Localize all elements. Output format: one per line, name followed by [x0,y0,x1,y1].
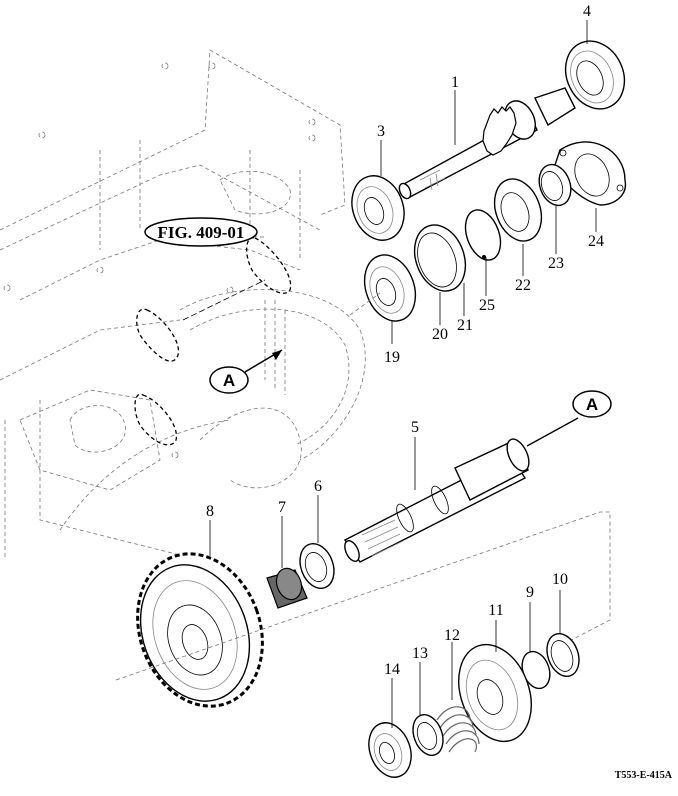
label-part-25: 25 [479,297,495,314]
label-part-20: 20 [432,326,448,343]
part-11-hub[interactable] [446,634,544,751]
label-part-4: 4 [583,3,591,20]
label-part-14: 14 [384,661,400,678]
label-part-8: 8 [206,503,214,520]
transmission-housing [0,49,366,561]
part-12-spring[interactable] [436,706,480,753]
part-3-bearing[interactable] [343,168,413,247]
part-13-washer[interactable] [408,710,449,759]
part-5-pto-shaft[interactable] [342,436,533,564]
part-22-oil-seal[interactable] [486,172,549,247]
part-1-shaft-gear[interactable] [397,87,576,200]
label-part-9: 9 [526,584,534,601]
label-part-22: 22 [515,277,531,294]
drawing-code: T553-E-415A [615,770,673,781]
callout-a-housing: A [209,349,283,394]
label-part-19: 19 [384,349,400,366]
label-part-23: 23 [548,255,564,272]
label-part-5: 5 [411,419,419,436]
part-10-washer[interactable] [541,629,584,681]
svg-text:A: A [586,395,598,414]
part-6-thrust-washer[interactable] [294,539,340,593]
part-14-bearing[interactable] [362,717,419,783]
part-8-gear[interactable] [117,536,283,724]
label-part-3: 3 [377,123,385,140]
part-19-bearing[interactable] [349,248,424,328]
label-part-24: 24 [588,233,604,250]
part-4-bearing[interactable] [555,31,635,118]
label-part-13: 13 [412,645,428,662]
figure-reference-callout[interactable]: FIG. 409-01 [144,217,258,247]
part-7-needle-bearing[interactable] [266,565,308,609]
label-part-21: 21 [457,317,473,334]
assembly-guide-line [115,511,611,681]
part-25-snap-ring[interactable] [459,205,507,265]
label-part-7: 7 [278,499,286,516]
label-part-10: 10 [552,571,568,588]
callout-a-label: A [223,371,235,390]
part-24-gasket-plate[interactable] [554,141,627,206]
figure-reference-label: FIG. 409-01 [158,223,245,242]
label-part-6: 6 [314,478,322,495]
callout-a-shaft: A [526,390,612,447]
part-23-collar[interactable] [534,160,577,210]
label-part-12: 12 [444,627,460,644]
label-part-1: 1 [451,74,459,91]
part-labels: 4 1 3 24 23 22 25 21 20 19 5 6 7 8 10 9 … [206,3,604,728]
label-part-11: 11 [488,602,503,619]
part-20-retainer[interactable] [406,218,474,298]
